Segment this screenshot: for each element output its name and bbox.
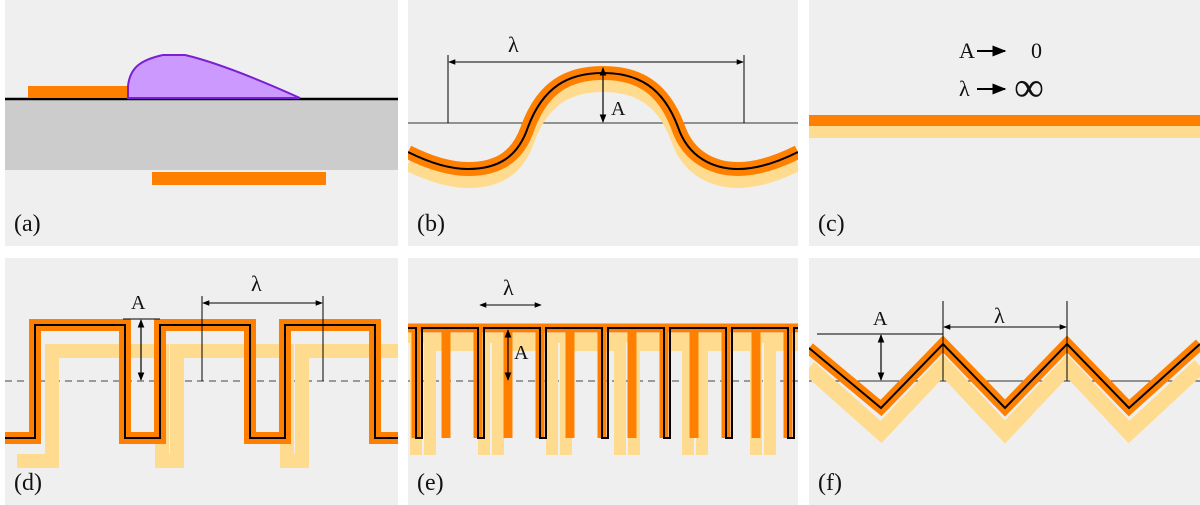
panel-a-label: (a) — [14, 211, 41, 237]
wavelength-label: λ — [994, 303, 1005, 328]
panel-d-drawing: λ A — [5, 271, 398, 468]
film-light-layer — [809, 354, 1200, 444]
film-metal-layer — [809, 115, 1200, 126]
film-centerline — [809, 342, 1200, 410]
film-light-layer — [809, 125, 1200, 138]
panel-d: λ A (d) — [5, 258, 398, 505]
panel-c: A 0 λ ∞ (c) — [809, 0, 1200, 246]
top-pad — [28, 86, 128, 98]
substrate — [5, 99, 398, 170]
amplitude-limit-label: A — [959, 38, 975, 63]
panel-d-label: (d) — [14, 470, 42, 496]
panel-e-drawing: λ A — [408, 275, 798, 455]
wavelength-label: λ — [503, 275, 514, 300]
film-centerline — [408, 327, 798, 439]
wavelength-label: λ — [251, 271, 262, 296]
panel-c-drawing: A 0 λ ∞ — [809, 38, 1200, 138]
panel-a: (a) — [5, 0, 398, 246]
panel-f-drawing: λ A — [809, 301, 1200, 444]
panel-e-label: (e) — [417, 470, 444, 496]
film-centerline — [5, 324, 398, 439]
wavelength-label: λ — [508, 32, 519, 57]
panel-b: λ A (b) — [408, 0, 798, 246]
panel-a-drawing — [5, 54, 398, 185]
panel-f-label: (f) — [818, 470, 842, 496]
panel-f: λ A (f) — [809, 258, 1200, 505]
amplitude-label: A — [611, 98, 626, 120]
amplitude-label: A — [873, 308, 888, 330]
wavelength-limit-value: ∞ — [1014, 65, 1044, 111]
panel-c-label: (c) — [818, 211, 845, 237]
amplitude-label: A — [514, 342, 529, 364]
panel-b-drawing: λ A — [408, 32, 798, 189]
solder-blob — [127, 54, 301, 99]
film-metal-layer — [809, 335, 1200, 417]
wavelength-limit-label: λ — [959, 76, 970, 101]
amplitude-label: A — [131, 292, 146, 314]
panel-e: λ A (e) — [408, 258, 798, 505]
amplitude-limit-value: 0 — [1031, 38, 1042, 63]
panel-b-label: (b) — [417, 211, 445, 237]
film-light-layer — [17, 344, 398, 468]
bottom-pad — [152, 172, 326, 185]
